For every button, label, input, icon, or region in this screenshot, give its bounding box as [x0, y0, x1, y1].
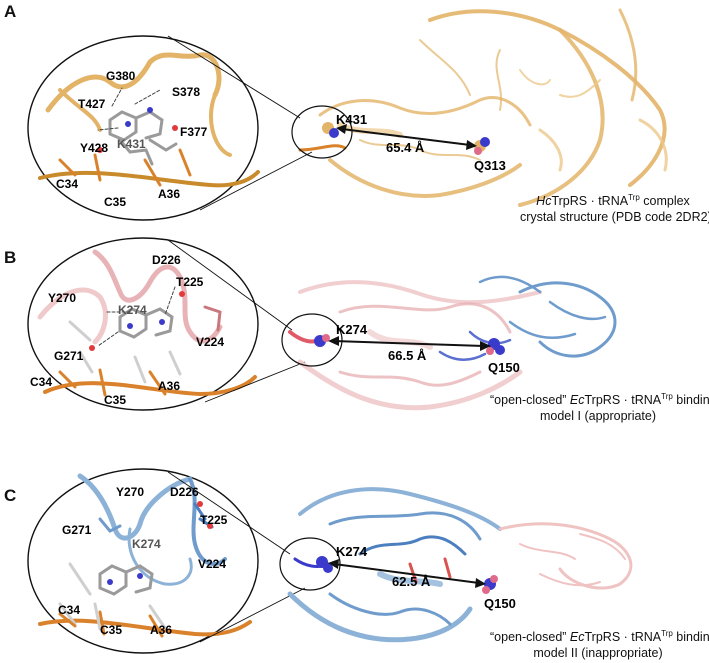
caption-c-line1: “open-closed” EcTrpRS · tRNATrp binding	[490, 626, 709, 645]
caption-end: complex	[639, 194, 690, 209]
arrow-head-left	[336, 124, 347, 134]
caption-end: binding	[676, 393, 709, 408]
distance-label: 65.4 Å	[386, 140, 425, 155]
zoom-connector-top	[167, 239, 293, 331]
distance-arrow	[333, 340, 485, 347]
label-a36: A36	[158, 379, 180, 393]
zoom-inset	[27, 468, 259, 654]
label-f377: F377	[180, 125, 208, 139]
label-d226: D226	[170, 485, 199, 499]
arrow-head-left	[328, 336, 339, 346]
label-c35: C35	[100, 623, 122, 637]
distance-arrow	[341, 128, 471, 146]
label-c35: C35	[104, 393, 126, 407]
label-t225: T225	[200, 513, 228, 527]
site-left-label: K274	[336, 322, 368, 337]
site-left-spheres	[314, 334, 330, 347]
site-right-spheres	[482, 575, 498, 594]
site-right-spheres	[486, 338, 505, 355]
site-right-label: Q313	[474, 158, 506, 173]
zoom-connector-bottom	[199, 151, 313, 211]
panel-letter: C	[4, 486, 17, 505]
site-left-label: K274	[336, 544, 368, 559]
label-t427: T427	[78, 97, 106, 111]
distance-label: 62.5 Å	[392, 574, 431, 589]
zoom-connector-top	[167, 471, 291, 555]
panel-letter: B	[4, 248, 17, 267]
arrow-head-right	[466, 140, 477, 150]
caption-italic: Hc	[536, 194, 552, 209]
label-v224: V224	[196, 335, 224, 349]
zoom-connector-bottom	[199, 587, 306, 643]
site-left-spheres	[322, 122, 339, 138]
label-y270: Y270	[48, 291, 76, 305]
zoom-connector-bottom	[204, 361, 306, 403]
complex-structure	[281, 275, 617, 411]
caption-italic: Ec	[569, 630, 585, 645]
label-d226: D226	[152, 253, 181, 267]
caption-end: binding	[676, 630, 709, 645]
inset-structure	[38, 52, 260, 188]
panel-letter: A	[4, 2, 17, 21]
zoom-inset	[27, 35, 259, 221]
label-c34: C34	[30, 375, 52, 389]
label-c34: C34	[58, 603, 80, 617]
label-k274-inset: K274	[118, 303, 147, 317]
arrow-head-right	[480, 341, 491, 351]
caption-main: TrpRS · tRNA	[551, 194, 629, 209]
complex-structure	[291, 8, 668, 207]
label-y428: Y428	[80, 141, 108, 155]
caption-b-line2: model I (appropriate)	[539, 409, 657, 424]
caption-a: HcTrpRS · tRNATrp complex crystal struct…	[520, 190, 709, 225]
panel-b-figure: D226 Y270 T225 K274 V224 G271 C34 C35 A3…	[27, 237, 617, 411]
label-g271: G271	[62, 523, 92, 537]
site-left-label: K431	[336, 112, 367, 127]
caption-sup: Trp	[661, 392, 673, 401]
label-c34: C34	[56, 177, 78, 191]
zoom-connector-top	[167, 35, 301, 119]
label-v224: V224	[198, 557, 226, 571]
arrow-head-left	[328, 559, 339, 569]
caption-sup: Trp	[628, 193, 640, 202]
distance-arrow	[333, 563, 480, 584]
zoom-inset	[27, 237, 259, 411]
label-k431-inset: K431	[117, 137, 146, 151]
inset-structure	[37, 249, 257, 397]
label-a36: A36	[150, 623, 172, 637]
label-c35: C35	[104, 195, 126, 209]
panel-a: A G380 T427 S378 F377 Y428 K431 C34 C35 …	[0, 0, 709, 225]
caption-a-line2: crystal structure (PDB code 2DR2)	[520, 210, 709, 225]
site-right-spheres	[474, 137, 490, 155]
panel-a-figure: G380 T427 S378 F377 Y428 K431 C34 C35 A3…	[27, 8, 668, 221]
caption-main: TrpRS · tRNA	[584, 630, 662, 645]
caption-b-line1: “open-closed” EcTrpRS · tRNATrp binding	[490, 389, 709, 408]
label-k274-inset: K274	[132, 537, 161, 551]
label-s378: S378	[172, 85, 200, 99]
caption-italic: Ec	[569, 393, 585, 408]
site-left-spheres	[316, 556, 333, 573]
caption-b: “open-closed” EcTrpRS · tRNATrp binding …	[490, 389, 709, 424]
panel-c-figure: Y270 D226 T225 G271 K274 V224 C34 C35 A3…	[27, 468, 633, 654]
label-a36: A36	[158, 187, 180, 201]
caption-a-line1: HcTrpRS · tRNATrp complex	[520, 190, 706, 209]
label-g271: G271	[54, 349, 84, 363]
caption-c-line2: model II (inappropriate)	[533, 646, 663, 661]
caption-pre: “open-closed”	[490, 393, 570, 408]
label-y270: Y270	[116, 485, 144, 499]
panel-b: B D226 Y270 T225 K274 V224 G271 C34 C35 …	[0, 222, 709, 444]
caption-sup: Trp	[661, 629, 673, 638]
caption-main: TrpRS · tRNA	[584, 393, 662, 408]
distance-label: 66.5 Å	[388, 348, 427, 363]
site-right-label: Q150	[484, 596, 516, 611]
site-right-label: Q150	[488, 360, 520, 375]
label-g380: G380	[106, 69, 136, 83]
panel-c: C Y270 D226 T225 G271 K274 V224 C34 C35 …	[0, 444, 709, 663]
arrow-head-right	[475, 578, 486, 588]
caption-c: “open-closed” EcTrpRS · tRNATrp binding …	[490, 626, 709, 661]
caption-pre: “open-closed”	[490, 630, 570, 645]
label-t225: T225	[176, 275, 204, 289]
inset-structure	[38, 473, 252, 638]
